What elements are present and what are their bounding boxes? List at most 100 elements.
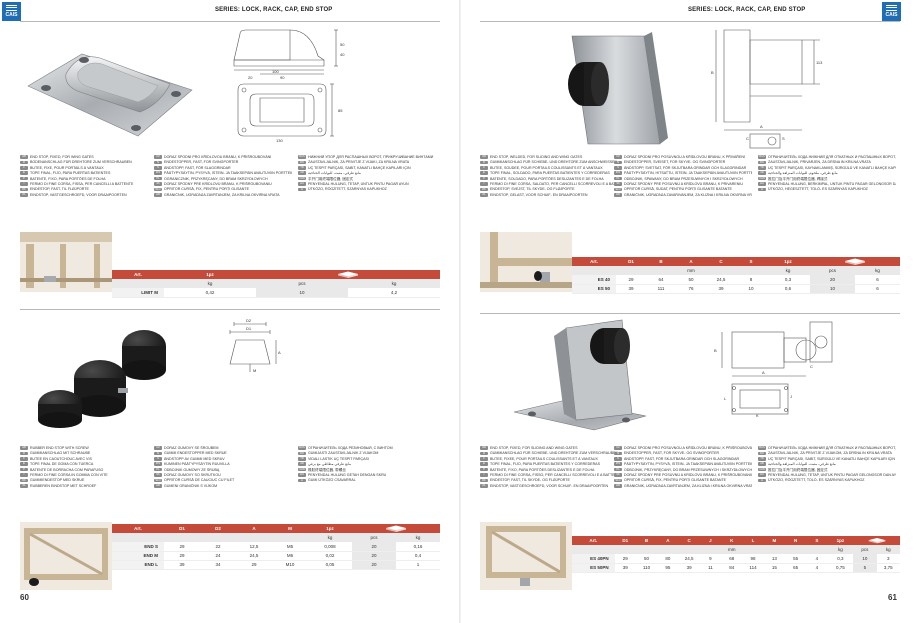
- lang-code-badge: DK: [20, 478, 28, 483]
- table-row: ES 40 29 64 50 24,5 8 0,3 20 6: [572, 275, 900, 285]
- lang-code-badge: HU: [298, 473, 306, 477]
- lang-code-badge: TR: [298, 457, 306, 461]
- lang-code-badge: FIN: [614, 171, 622, 176]
- dim-d1: D1: [246, 326, 252, 331]
- lang-code-badge: CZ: [614, 446, 622, 450]
- lang-text: BUTEE, FIXE, POUR PORTAILS À VANTAUX: [30, 165, 104, 170]
- lang-code-badge: D: [20, 160, 28, 165]
- lang-code-badge: SK: [614, 473, 622, 477]
- dim-w2: 130: [276, 138, 283, 143]
- lang-text: FERMO DI FINE CORSA IN GOMMA CON VITE: [30, 473, 108, 478]
- rubber-table-units: kg pcs kg: [112, 533, 440, 542]
- lang-text: TOPE FINAL, FIJO, PARA PUERTAS BATIENTES: [30, 171, 111, 176]
- table-row: ES 40PN 29 50 80 24,5 9 68 98 13 55 4 0,…: [572, 554, 900, 564]
- lang-code-badge: FIN: [154, 171, 162, 176]
- lang-text: OPRITOR CURSĂ, FIX, PENTRU PORȚI GLISANT…: [624, 478, 727, 483]
- lang-code-badge: RUS: [758, 446, 766, 450]
- lang-code-badge: NL: [20, 484, 28, 488]
- lang-text: ÜTKÖZŐ, RÖGZÍTETT, TOLÓ- ÉS SZÁRNYAS KAP…: [768, 478, 865, 483]
- lang-text: GUMI ÜTKÖZŐ CSAVARRAL: [308, 478, 356, 483]
- lang-text: BUTEE, FIXEE, POUR PORTAILS COULISSANTS …: [490, 456, 598, 461]
- lang-code-badge: NL: [480, 193, 488, 197]
- lang-code-badge: HU: [758, 182, 766, 186]
- espn-table-units: mm kg pcs kg: [572, 545, 900, 554]
- lang-code-badge: E: [480, 462, 488, 467]
- lang-text: ODBOJNIK, SPAWANY, DO BRAM PRZESUWNYCH I…: [624, 176, 743, 181]
- lang-text: PÄÄTYPYSÄYTIN, PYSYVÄ, ISTEIN- JA TAAKSE…: [624, 462, 752, 467]
- lang-text: DORAZ GUMOVÝ SO SKRUTKOU: [164, 473, 221, 478]
- lang-text: BUTEE EN CAOUTCHOUC AVEC VIS: [30, 456, 92, 461]
- page-gutter: [459, 0, 461, 623]
- lang-code-badge: SK: [154, 182, 162, 186]
- lang-code-badge: F: [20, 457, 28, 461]
- es-table: Art. D1 B A C S 1pz mm kg pcs kg: [572, 257, 900, 294]
- lang-text: DORAZ SPODNÝ PRE POSUVNÚ A KRÍDLOVÚ BRÁN…: [624, 182, 743, 187]
- lang-text: RUBBER END STOP WITH SCREW: [30, 446, 89, 450]
- lang-code-badge: F: [480, 166, 488, 170]
- header-rule: [20, 21, 440, 22]
- lang-text: OPRITOR CURSĂ, FIX, PENTRU PORȚI GLISANT…: [164, 187, 249, 192]
- lang-text: BATENTE, FIXO, PARA PORTÕES DESLIZANTES …: [490, 467, 595, 472]
- lang-code-badge: RUS: [298, 155, 306, 159]
- lang-code-badge: D: [480, 160, 488, 165]
- lang-text: END STOP, FIXED, FOR SLIDING AND WING GA…: [490, 446, 578, 450]
- lang-code-badge: GB: [20, 446, 28, 450]
- lang-text: GRANIČNIK, UGRADNJA ZAVRTANJEM, ZA KLIZN…: [624, 483, 752, 488]
- table-row: END L 39 34 29 M10 0,05 20 1: [112, 560, 440, 570]
- table-row: ES 50PN 39 110 95 39 11 84 114 15 65 4 0…: [572, 563, 900, 573]
- lang-text: ZAUSTAVLJALNIK, PRIVARJEN, ZA DRSNA IN K…: [768, 160, 871, 165]
- lang-text: ENDESTOPPER, FAST, FOR SKYVE- OG SVINGPO…: [624, 451, 720, 456]
- lang-text: DORAZ GUMOVÝ SE ŠROUBEM: [164, 446, 219, 450]
- lang-code-badge: AR: [758, 462, 766, 467]
- lang-code-badge: SK: [154, 473, 162, 477]
- lang-text: ÄNDSTOPP, SVETSAT, FÖR SKJUTBARA GRINDAR…: [624, 165, 747, 170]
- lang-code-badge: TR: [758, 457, 766, 461]
- lang-text: PENYENDAL HULUNG, TETAP, UNTUK PINTU PAG…: [308, 182, 409, 187]
- es-technical-drawing: B A 113 C S: [711, 29, 823, 149]
- lang-text: GUMENI GRANIČNIK S VIJKOM: [164, 483, 218, 488]
- lang-text: GUMMIANSCHLAG FÜR SCHIEBE- UND DREHTORE …: [490, 160, 618, 165]
- series-title: SERIES: LOCK, RACK, CAP, END STOP: [688, 7, 806, 13]
- lang-code-badge: S: [154, 457, 162, 461]
- lang-text: PÄÄTYPYSÄYTIN, PYSYVÄ, ISTEIN- JA TAAKSE…: [164, 171, 292, 176]
- lang-text: BUTEE, SOUDEE, POUR PORTAILS COULISSANTS…: [490, 165, 603, 170]
- box-icon: [810, 257, 900, 266]
- lang-text: ÄNDSTOPP AV GUMMI MED SKRUV: [164, 456, 225, 461]
- lang-text: KUMINEN PÄÄTYPYSÄYTIN RUUVILLA: [164, 462, 230, 467]
- lang-text: مانع طرفي، ملحوم، للبوابات المنزلقة والج…: [768, 171, 838, 176]
- rubber-stops-photo: [38, 330, 166, 428]
- dim-w1: 100: [272, 69, 279, 74]
- lang-text: GUMMIANSCHLAG FÜR SCHIEBE- UND DREHTORE …: [490, 451, 618, 456]
- lang-code-badge: N: [154, 451, 162, 456]
- es-table-units: mm kg pcs kg: [572, 266, 900, 275]
- lang-text: TOPE FINAL DE GOMA CON TUERCA: [30, 462, 94, 467]
